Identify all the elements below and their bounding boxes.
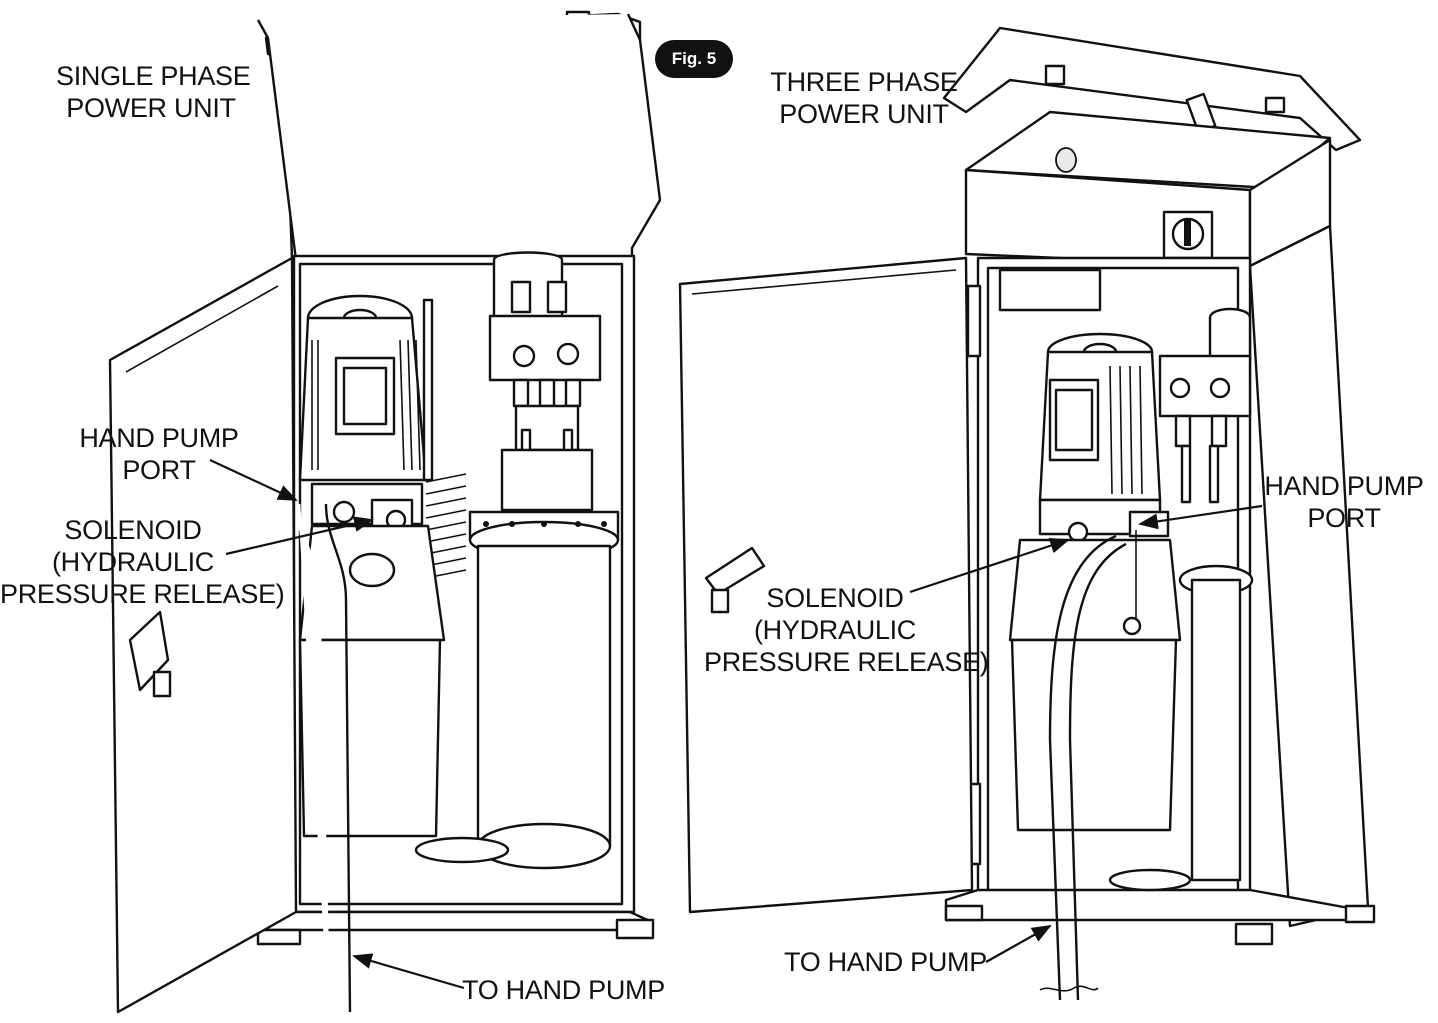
right-reservoir-cylinder: [1190, 578, 1242, 882]
left-door: [108, 256, 298, 1014]
left-solenoid-arrow: [225, 516, 374, 556]
right-door: [678, 256, 974, 914]
right-regulator-knob: [1055, 147, 1077, 173]
left-solenoid-line-2: (HYDRAULIC: [51, 547, 215, 577]
right-door-latch: [704, 546, 766, 596]
right-side-panel: [1248, 224, 1370, 928]
left-valve-block: [488, 314, 602, 382]
left-tank: [298, 638, 442, 838]
left-solenoid-line-3: PRESSURE RELEASE): [0, 579, 285, 609]
left-hand-pump-port-line-2: PORT: [122, 455, 196, 485]
right-solenoid-line-2: (HYDRAULIC: [753, 615, 917, 645]
left-to-hand-pump-label: TO HAND PUMP: [462, 975, 665, 1005]
single-phase-line-2: POWER UNIT: [66, 93, 236, 123]
right-solenoid-label: SOLENOID (HYDRAULIC PRESSURE RELEASE): [704, 582, 989, 678]
right-solenoid-arrow: [909, 538, 1070, 594]
three-phase-title: THREE PHASE POWER UNIT: [764, 66, 964, 130]
leader-arrows: [209, 459, 1263, 990]
left-hand-pump-port-line-1: HAND PUMP: [79, 423, 239, 453]
single-phase-title: SINGLE PHASE POWER UNIT: [56, 60, 251, 124]
single-phase-unit: [108, 10, 662, 1014]
right-hand-pump-port-label: HAND PUMP PORT: [1254, 470, 1434, 534]
right-upper-top: [964, 110, 1332, 190]
right-hand-pump-port-line-2: PORT: [1307, 503, 1381, 533]
right-to-hand-pump-arrow: [985, 925, 1052, 963]
left-door-latch: [128, 610, 170, 692]
three-phase-line-2: POWER UNIT: [779, 99, 949, 129]
right-tank-top: [1008, 538, 1182, 642]
right-tank: [1010, 638, 1178, 832]
right-lid: [942, 26, 1362, 152]
right-hand-pump-port-line-1: HAND PUMP: [1264, 471, 1424, 501]
left-solenoid-label: SOLENOID (HYDRAULIC PRESSURE RELEASE): [0, 514, 285, 610]
left-base: [256, 910, 654, 932]
single-phase-line-1: SINGLE PHASE: [56, 61, 251, 91]
left-to-hand-pump-arrow: [352, 953, 465, 990]
three-phase-unit: [678, 26, 1376, 1001]
right-to-hand-pump-label: TO HAND PUMP: [784, 947, 987, 977]
left-solenoid-line-1: SOLENOID: [64, 515, 202, 545]
right-solenoid-line-1: SOLENOID: [766, 583, 904, 613]
left-hand-pump-port-arrow: [209, 459, 298, 501]
right-solenoid-line-3: PRESSURE RELEASE): [704, 647, 989, 677]
three-phase-line-1: THREE PHASE: [770, 67, 958, 97]
left-hand-pump-port-label: HAND PUMP PORT: [64, 422, 254, 486]
right-solenoid-block: [1067, 521, 1089, 543]
right-accumulator-top: [1208, 307, 1252, 362]
right-hand-pump-port-arrow: [1138, 504, 1263, 530]
left-reservoir-cylinder: [476, 544, 612, 848]
figure-number-badge: Fig. 5: [655, 40, 733, 78]
